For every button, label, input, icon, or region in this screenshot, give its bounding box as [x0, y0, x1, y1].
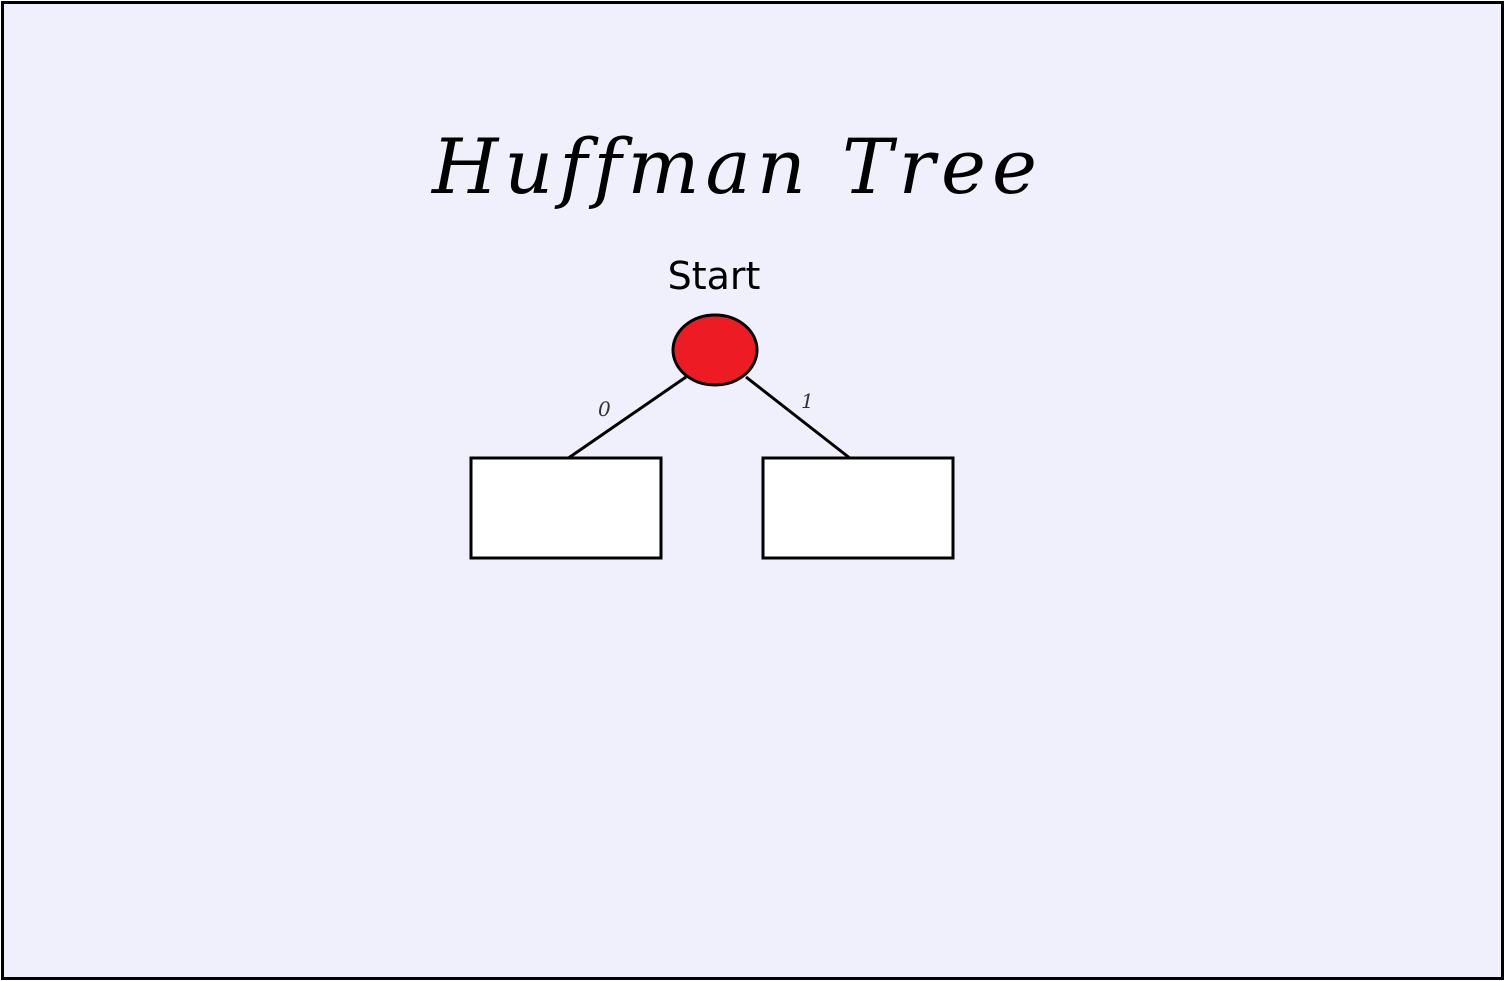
diagram-title: Huffman Tree — [432, 122, 1043, 211]
edge-left — [566, 375, 687, 461]
edge-label-1: 1 — [801, 389, 814, 413]
leaf-node-left[interactable] — [469, 456, 663, 560]
edge-label-0: 0 — [598, 397, 611, 421]
root-label: Start — [667, 254, 761, 298]
root-node[interactable] — [671, 313, 759, 387]
edge-right — [745, 375, 852, 461]
leaf-node-right[interactable] — [761, 456, 955, 560]
